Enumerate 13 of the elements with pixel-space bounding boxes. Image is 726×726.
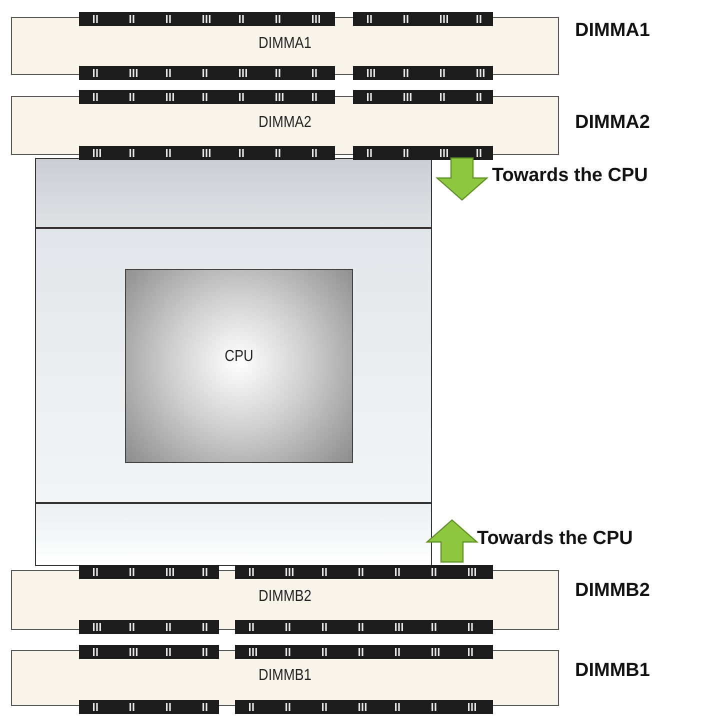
cpu-socket xyxy=(35,158,432,566)
chip-label: CPU xyxy=(224,348,254,366)
direction-label: Towards the CPU xyxy=(477,528,633,550)
processor-chip xyxy=(125,269,353,463)
slot-label: DIMMB1 xyxy=(258,667,312,685)
slot-label: DIMMA2 xyxy=(258,114,312,132)
slot-name: DIMMB1 xyxy=(575,660,650,682)
direction-label: Towards the CPU xyxy=(492,165,648,187)
slot-name: DIMMA1 xyxy=(575,20,650,42)
slot-label: DIMMB2 xyxy=(258,588,312,606)
slot-name: DIMMB2 xyxy=(575,580,650,602)
slot-name: DIMMA2 xyxy=(575,112,650,134)
slot-label: DIMMA1 xyxy=(258,35,312,53)
